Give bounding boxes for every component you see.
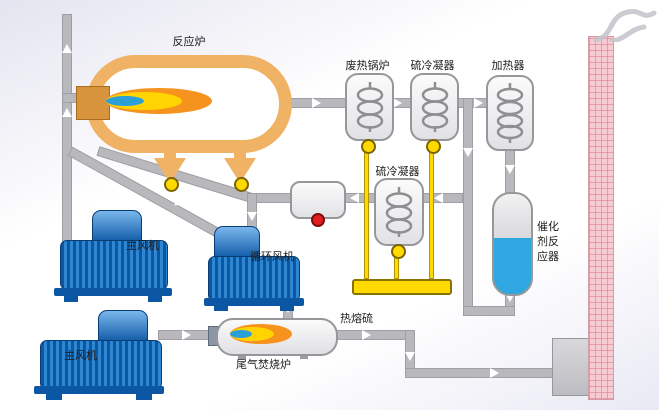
molten-sulfur-label: 热熔硫 <box>340 312 373 325</box>
sulfur-condenser-top-label: 硫冷凝器 <box>410 59 455 72</box>
flow-arrow-up-icon <box>62 44 72 53</box>
furnace-flame-core-icon <box>106 96 144 106</box>
flow-arrow-right-icon <box>393 98 402 108</box>
flow-arrow-right-icon <box>312 98 321 108</box>
flow-arrow-left-icon <box>434 193 443 203</box>
waste-heat-boiler-label: 废热锅炉 <box>345 59 390 72</box>
sulfur-drain-line-1 <box>364 150 369 279</box>
catalyst-reactor <box>492 192 533 296</box>
pipe-left-riser <box>62 14 72 244</box>
pipe-mid-left <box>340 193 378 203</box>
heater-label: 加热器 <box>491 59 525 72</box>
flow-arrow-right-icon <box>490 368 499 378</box>
flow-arrow-down-icon <box>463 148 473 157</box>
sulfur-condenser-top <box>410 73 459 141</box>
flow-arrow-down-icon <box>505 293 515 302</box>
pipe-branch-vertical <box>463 98 473 316</box>
pipe-incinerator-out <box>330 330 415 340</box>
sulfur-drain-line-2 <box>429 150 434 279</box>
valve-buffer-drain-icon <box>311 213 325 227</box>
flow-arrow-down-icon <box>505 165 515 174</box>
main-fan-bottom-foot <box>136 394 152 400</box>
main-fan-bottom-base <box>34 386 164 394</box>
valve-boiler-drain-icon <box>361 139 376 154</box>
main-fan-top-foot <box>64 296 78 302</box>
circulation-fan-foot <box>214 306 228 311</box>
flow-arrow-down-icon <box>405 352 415 361</box>
catalyst-reactor-label: 催化剂反应器 <box>537 220 559 263</box>
sulfur-collection-trough <box>352 279 452 295</box>
incinerator-label: 尾气焚烧炉 <box>236 358 291 371</box>
funnel-stem-2 <box>234 148 246 159</box>
coil-icon <box>356 82 383 132</box>
flow-arrow-down-icon <box>247 212 257 221</box>
main-fan-bottom-body <box>40 340 162 390</box>
flow-arrow-right-icon <box>474 98 483 108</box>
circulation-fan-motor <box>214 226 260 260</box>
smoke-icon <box>593 8 657 42</box>
sulfur-condenser-mid <box>374 178 424 246</box>
main-fan-bottom-motor <box>98 310 148 344</box>
coil-icon <box>385 187 413 237</box>
pipe-vessel-line-h <box>247 193 292 203</box>
stack-base <box>552 338 592 396</box>
exhaust-stack <box>588 36 614 400</box>
main-fan-top-label: 主风机 <box>126 239 159 252</box>
main-fan-bottom-foot <box>46 394 62 400</box>
furnace-drain-funnel-2 <box>224 158 256 178</box>
valve-funnel-1-icon <box>164 177 179 192</box>
sulfur-condenser-mid-label: 硫冷凝器 <box>375 165 420 178</box>
pipe-reactor-out-h <box>463 306 515 316</box>
valve-condenser1-drain-icon <box>426 139 441 154</box>
flow-arrow-up-icon <box>62 108 72 117</box>
coil-icon <box>421 82 448 132</box>
valve-condenser2-drain-icon <box>391 244 406 259</box>
furnace-burner <box>76 86 110 120</box>
circulation-fan-foot <box>280 306 294 311</box>
main-fan-bottom-label: 主风机 <box>64 349 97 362</box>
circulation-fan-base <box>204 298 304 306</box>
main-fan-top-foot <box>148 296 162 302</box>
main-fan-top-motor <box>92 210 142 244</box>
incinerator-flame-core-icon <box>230 330 252 338</box>
furnace-label: 反应炉 <box>172 35 206 48</box>
funnel-stem-1 <box>164 148 176 159</box>
valve-funnel-2-icon <box>234 177 249 192</box>
flow-arrow-right-icon <box>182 330 191 340</box>
sulfur-drain-line-3 <box>394 255 399 279</box>
flow-arrow-right-icon <box>362 330 371 340</box>
heater <box>486 75 534 151</box>
flow-arrow-left-icon <box>350 193 359 203</box>
main-fan-top-body <box>60 240 168 290</box>
waste-heat-boiler <box>345 73 394 141</box>
pipe-stack-feed <box>405 368 556 378</box>
main-fan-top-base <box>54 288 172 296</box>
circulation-fan-body <box>208 256 300 302</box>
coil-icon <box>496 83 524 143</box>
pipe-reactor-out-v <box>505 288 515 316</box>
circulation-fan-label: 循环风机 <box>250 250 294 263</box>
